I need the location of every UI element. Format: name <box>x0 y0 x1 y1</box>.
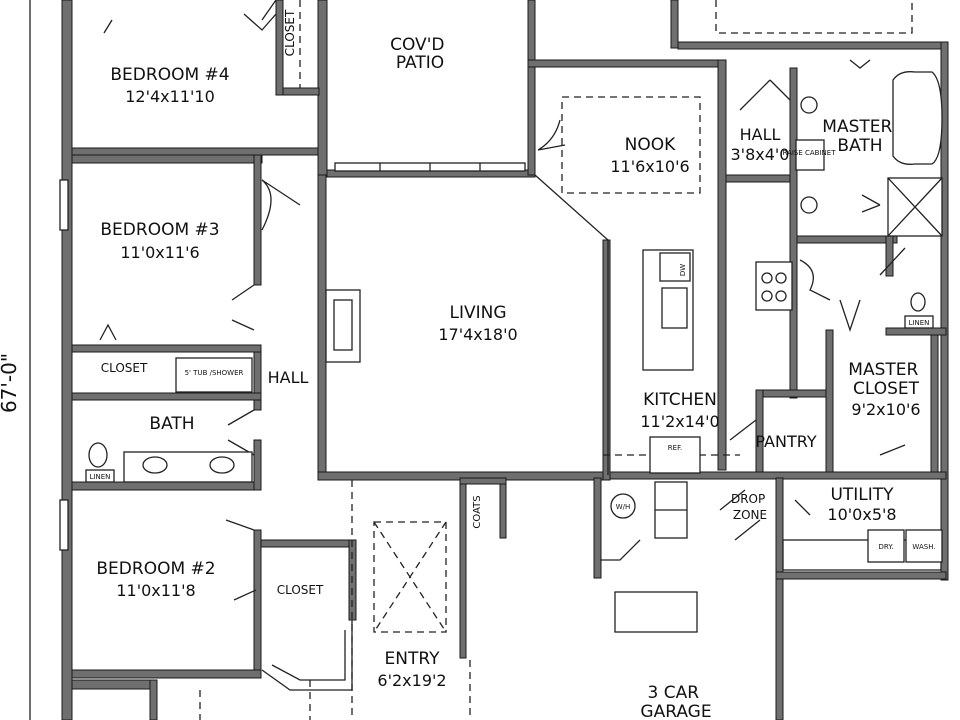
garage-line-2: GARAGE <box>640 702 711 720</box>
water-heater-label: W/H <box>616 503 631 511</box>
room-name-closet-bedroom-4: CLOSET <box>283 9 297 56</box>
dashed-lines <box>199 0 913 720</box>
room-name-coats: COATS <box>472 495 483 528</box>
room-name-bath: BATH <box>149 414 194 434</box>
garage-line-1: 3 CAR <box>648 683 700 703</box>
room-size-entry: 6'2x19'2 <box>377 671 446 690</box>
room-size-hall-master: 3'8x4'0 <box>731 145 790 164</box>
room-labels: BEDROOM #4 12'4x11'10 CLOSET COV'D PATIO… <box>96 9 923 720</box>
room-size-bedroom-3: 11'0x11'6 <box>120 243 199 262</box>
room-name-closet-hall: CLOSET <box>101 361 148 375</box>
room-name-drop-zone: DROP ZONE <box>731 492 769 522</box>
room-name-hall: HALL <box>268 368 309 387</box>
room-size-living: 17'4x18'0 <box>438 325 517 344</box>
room-size-master-closet: 9'2x10'6 <box>851 400 920 419</box>
doors <box>99 0 906 601</box>
entry-garage-fixtures <box>261 521 698 691</box>
room-size-bedroom-4: 12'4x11'10 <box>125 87 215 106</box>
room-name-living: LIVING <box>449 303 506 323</box>
bath-fixtures: 5' TUB /SHOWER LINEN <box>85 357 253 483</box>
patio-windows <box>59 162 526 551</box>
tub-label: 5' TUB /SHOWER <box>185 369 244 377</box>
room-name-master-bath: MASTER BATH <box>822 117 897 156</box>
room-name-bedroom-3: BEDROOM #3 <box>100 220 219 240</box>
room-name-pantry: PANTRY <box>755 432 816 451</box>
fireplace <box>325 289 361 363</box>
room-name-bedroom-4: BEDROOM #4 <box>110 65 229 85</box>
master-closet-line-2: CLOSET <box>853 379 920 399</box>
room-name-master-closet: MASTER CLOSET <box>848 360 923 399</box>
room-name-hall-master: HALL <box>740 125 781 144</box>
room-size-kitchen: 11'2x14'0 <box>640 412 719 431</box>
room-name-entry: ENTRY <box>385 649 441 669</box>
room-size-utility: 10'0x5'8 <box>827 505 896 524</box>
room-name-closet-bedroom-2: CLOSET <box>277 583 324 597</box>
washer-label: WASH. <box>912 543 935 551</box>
raised-cabinet-label: RAISE CABINET <box>782 149 836 157</box>
master-closet-line-1: MASTER <box>848 360 918 380</box>
master-bath-line-2: BATH <box>837 136 882 156</box>
dryer-label: DRY. <box>879 543 894 551</box>
exterior-walls <box>61 0 949 720</box>
room-size-bedroom-2: 11'0x11'8 <box>116 581 195 600</box>
drop-zone-line-1: DROP <box>731 492 765 506</box>
drop-zone-line-2: ZONE <box>733 508 767 522</box>
covd-patio-line-2: PATIO <box>396 53 444 73</box>
kitchen-fixtures: DW REF. <box>534 174 793 475</box>
room-name-bedroom-2: BEDROOM #2 <box>96 559 215 579</box>
room-size-nook: 11'6x10'6 <box>610 157 689 176</box>
room-name-covd-patio: COV'D PATIO <box>390 35 450 73</box>
master-bath-fixtures: RAISE CABINET LINEN <box>782 71 943 329</box>
refrigerator-label: REF. <box>668 444 682 452</box>
room-name-nook: NOOK <box>625 135 676 155</box>
linen-label-b: LINEN <box>909 319 930 327</box>
dishwasher-label: DW <box>679 264 687 276</box>
master-bath-line-1: MASTER <box>822 117 892 137</box>
linen-label-a: LINEN <box>90 473 111 481</box>
overall-dimension-line: 67'-0" <box>0 0 31 720</box>
utility-fixtures: DRY. WASH. W/H <box>610 481 943 571</box>
room-name-utility: UTILITY <box>830 485 894 505</box>
overall-dimension-label: 67'-0" <box>0 353 21 413</box>
covd-patio-line-1: COV'D <box>390 35 444 55</box>
room-name-kitchen: KITCHEN <box>643 390 717 410</box>
room-name-garage: 3 CAR GARAGE <box>640 683 711 720</box>
